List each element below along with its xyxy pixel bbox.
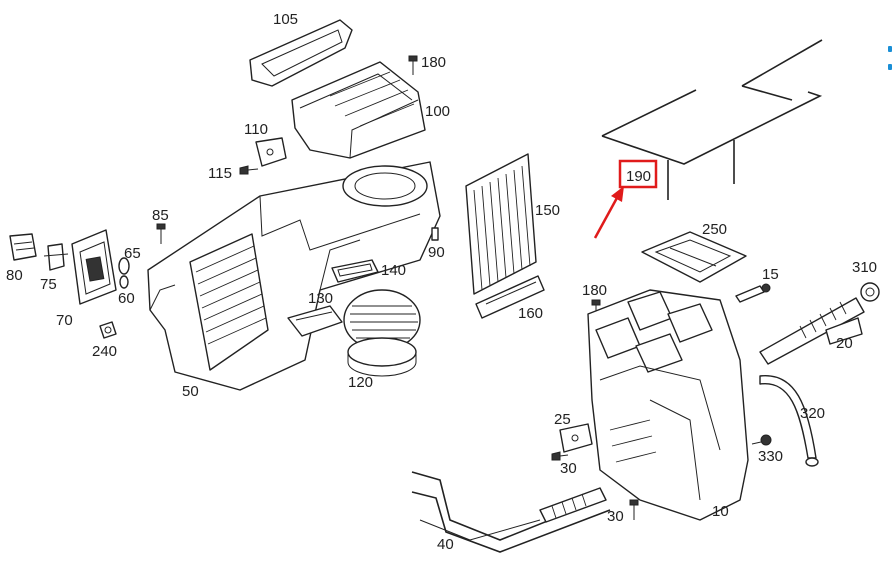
label-110: 110 [244, 121, 268, 138]
part-250-gasket [641, 231, 747, 283]
part-25-actuator [559, 423, 593, 453]
label-140: 140 [381, 262, 406, 279]
label-40: 40 [437, 536, 454, 553]
label-310: 310 [852, 259, 877, 276]
label-115: 115 [208, 165, 232, 182]
part-10-main-unit [587, 289, 749, 521]
label-250: 250 [702, 221, 727, 238]
label-65: 65 [124, 245, 141, 262]
part-180-screw-top [408, 55, 418, 75]
part-160-filter-cover [475, 275, 545, 319]
part-75-bracket [43, 243, 69, 271]
part-130-resistor [287, 305, 343, 337]
label-75: 75 [40, 276, 57, 293]
part-15-sensor [735, 283, 771, 303]
part-110-actuator [255, 137, 287, 167]
part-85-screw [156, 223, 166, 244]
label-320: 320 [800, 405, 825, 422]
label-160: 160 [518, 305, 543, 322]
highlight-box-190 [618, 159, 658, 189]
part-105-gasket [249, 19, 353, 87]
part-50-main-housing [147, 161, 441, 391]
part-150-cabin-filter [465, 153, 537, 295]
part-100-upper-housing [291, 61, 426, 159]
part-310-grommet [860, 282, 880, 302]
part-240-cap [99, 321, 117, 339]
part-60-seal [119, 275, 129, 289]
part-320-hose [759, 375, 819, 467]
label-70: 70 [56, 312, 73, 329]
part-40-pipes [411, 471, 611, 553]
part-80-connector [9, 233, 37, 261]
label-130: 130 [308, 290, 333, 307]
label-100: 100 [425, 103, 450, 120]
edge-marker-icon [888, 64, 892, 70]
label-50: 50 [182, 383, 199, 400]
label-80: 80 [6, 267, 23, 284]
label-60: 60 [118, 290, 135, 307]
part-115-screw [239, 165, 259, 175]
label-240: 240 [92, 343, 117, 360]
highlight-arrow-icon [593, 186, 624, 239]
edge-indicator [886, 0, 892, 574]
label-330: 330 [758, 448, 783, 465]
label-120: 120 [348, 374, 373, 391]
part-70-frame-plate [71, 229, 117, 305]
label-30-b: 30 [607, 508, 624, 525]
label-85: 85 [152, 207, 169, 224]
part-30-screw-b [629, 499, 639, 520]
label-25: 25 [554, 411, 571, 428]
label-30-a: 30 [560, 460, 577, 477]
label-105: 105 [273, 11, 298, 28]
part-190-insulation [601, 39, 823, 200]
part-20-rod [759, 297, 865, 365]
part-30-screw-a [551, 451, 569, 461]
label-15: 15 [762, 266, 779, 283]
part-65-seal [118, 257, 130, 275]
label-90: 90 [428, 244, 445, 261]
part-120-blower [343, 289, 421, 377]
label-180-right: 180 [582, 282, 607, 299]
part-330-screw [751, 434, 772, 446]
edge-marker-icon [888, 46, 892, 52]
label-150: 150 [535, 202, 560, 219]
label-190: 190 [626, 168, 651, 185]
part-140-seal [331, 259, 379, 283]
label-180-top: 180 [421, 54, 446, 71]
label-20: 20 [836, 335, 853, 352]
label-10: 10 [712, 503, 729, 520]
part-90-clip [431, 227, 439, 241]
